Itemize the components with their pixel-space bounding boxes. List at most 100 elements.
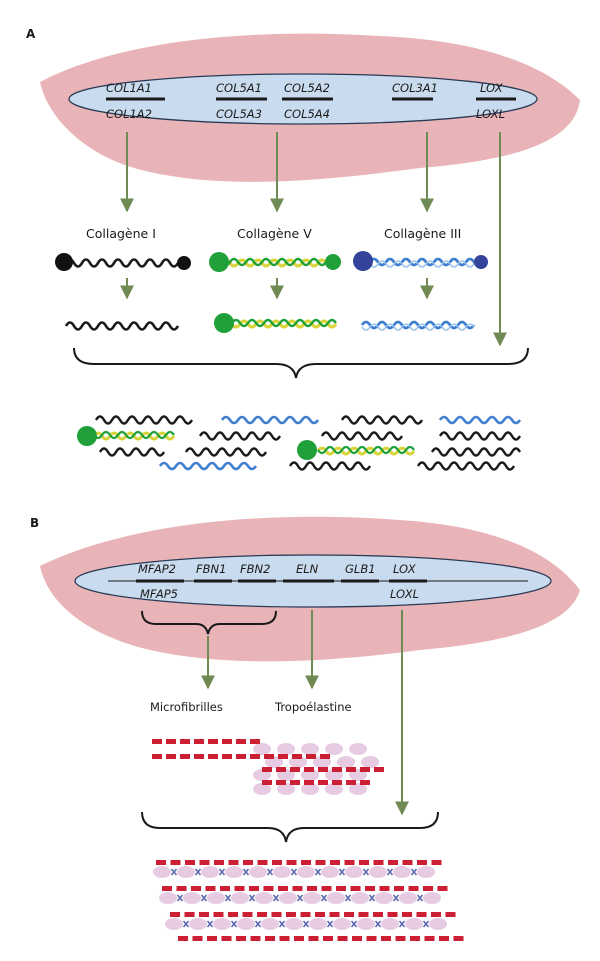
tropoelastin-unit bbox=[309, 918, 327, 930]
microfibril-segment bbox=[156, 860, 166, 865]
tropoelastin-unit bbox=[255, 892, 273, 904]
tropoelastin-unit bbox=[429, 918, 447, 930]
label-collagen-1: Collagène I bbox=[86, 226, 156, 241]
tropoelastin-unit bbox=[399, 892, 417, 904]
microfibril-segment bbox=[410, 936, 420, 941]
tropoelastin-unit bbox=[321, 866, 339, 878]
microfibril-segment bbox=[185, 860, 195, 865]
microfibril-segment bbox=[213, 912, 224, 917]
crosslink-mark bbox=[176, 894, 184, 902]
microfibril-segment bbox=[294, 936, 304, 941]
tropoelastin-unit bbox=[213, 918, 231, 930]
gene-col5a1: COL5A1 bbox=[216, 81, 262, 95]
microfibril-segment bbox=[192, 936, 203, 941]
microfibril-segment bbox=[394, 886, 404, 891]
microfibril-segment bbox=[321, 886, 332, 891]
crosslink-mark bbox=[266, 868, 274, 876]
microfibril-segment bbox=[431, 912, 441, 917]
panel-b-brace bbox=[141, 811, 439, 843]
procollagen-5-chain bbox=[209, 252, 341, 272]
crosslink-mark bbox=[410, 868, 418, 876]
crosslink-mark bbox=[242, 868, 250, 876]
microfibril-segment bbox=[220, 886, 230, 891]
crosslink-mark bbox=[272, 894, 280, 902]
label-tropoelastin: Tropoélastine bbox=[274, 700, 352, 714]
microfibril-segment bbox=[292, 886, 303, 891]
panel-b-gene-brace bbox=[141, 610, 277, 635]
microfibril-segment bbox=[337, 936, 348, 941]
microfibril-segment bbox=[445, 912, 456, 917]
gene-glb1: GLB1 bbox=[345, 562, 376, 576]
microfibril-segment bbox=[214, 860, 224, 865]
collagen-3-chain bbox=[360, 320, 476, 331]
microfibril-segment bbox=[416, 912, 427, 917]
microfibril-segment bbox=[315, 912, 325, 917]
microfibril-segment bbox=[199, 860, 210, 865]
gene-fbn2: FBN2 bbox=[240, 562, 270, 576]
crosslink-mark bbox=[296, 894, 304, 902]
elastin-assembly bbox=[152, 739, 384, 795]
procollagen-3-chain bbox=[353, 251, 488, 271]
crosslink-mark bbox=[374, 920, 382, 928]
microfibril-segment bbox=[365, 886, 375, 891]
microfibril-segment bbox=[352, 936, 362, 941]
crosslink-mark bbox=[314, 868, 322, 876]
microfibril-segment bbox=[301, 860, 311, 865]
microfibril-segment bbox=[387, 912, 398, 917]
tropoelastin-unit bbox=[225, 866, 243, 878]
tropoelastin-unit bbox=[333, 918, 351, 930]
gene-loxl-b: LOXL bbox=[390, 587, 419, 601]
tropoelastin-unit bbox=[285, 918, 303, 930]
panel-a-arrows bbox=[120, 132, 507, 347]
elastic-fiber bbox=[153, 860, 464, 941]
tropoelastin-unit bbox=[375, 892, 393, 904]
microfibril-segment bbox=[271, 912, 282, 917]
tropoelastin-unit bbox=[153, 866, 171, 878]
label-collagen-3: Collagène III bbox=[384, 226, 461, 241]
microfibril-segment bbox=[207, 936, 217, 941]
microfibril-segment bbox=[228, 912, 238, 917]
panel-a-label: A bbox=[26, 27, 36, 41]
crosslink-mark bbox=[350, 920, 358, 928]
microfibril-segment bbox=[408, 886, 419, 891]
microfibril-segment bbox=[307, 886, 317, 891]
microfibril-segment bbox=[170, 860, 181, 865]
microfibril-segment bbox=[236, 936, 246, 941]
crosslink-mark bbox=[302, 920, 310, 928]
microfibril-segment bbox=[265, 936, 275, 941]
gene-col3a1: COL3A1 bbox=[392, 81, 438, 95]
tropoelastin-unit bbox=[189, 918, 207, 930]
gene-fbn1: FBN1 bbox=[196, 562, 226, 576]
tropoelastin-unit bbox=[381, 918, 399, 930]
microfibril-segment bbox=[300, 912, 311, 917]
panel-b-label: B bbox=[30, 516, 39, 530]
microfibril-segment bbox=[221, 936, 232, 941]
tropoelastin-unit bbox=[393, 866, 411, 878]
collagen-5-chain bbox=[214, 313, 338, 333]
microfibril-segment bbox=[279, 936, 290, 941]
crosslink-mark bbox=[200, 894, 208, 902]
panel-a-brace bbox=[73, 347, 529, 379]
microfibril-segment bbox=[250, 936, 261, 941]
microfibril-segment bbox=[381, 936, 391, 941]
microfibril-segment bbox=[417, 860, 427, 865]
microfibril-segment bbox=[373, 860, 384, 865]
crosslink-mark bbox=[386, 868, 394, 876]
gene-col5a3: COL5A3 bbox=[216, 107, 262, 121]
label-microfibrils: Microfibrilles bbox=[150, 700, 223, 714]
crosslink-mark bbox=[326, 920, 334, 928]
crosslink-mark bbox=[368, 894, 376, 902]
tropoelastin-unit bbox=[405, 918, 423, 930]
crosslink-mark bbox=[170, 868, 178, 876]
gene-col5a2: COL5A2 bbox=[284, 81, 330, 95]
microfibril-segment bbox=[373, 912, 383, 917]
microfibril-segment bbox=[379, 886, 390, 891]
gene-lox-b: LOX bbox=[393, 562, 417, 576]
panel-b-arrows bbox=[201, 610, 409, 816]
crosslink-mark bbox=[338, 868, 346, 876]
crosslink-mark bbox=[290, 868, 298, 876]
gene-mfap5: MFAP5 bbox=[140, 587, 178, 601]
collagen-fibril bbox=[77, 415, 522, 471]
tropoelastin-unit bbox=[183, 892, 201, 904]
